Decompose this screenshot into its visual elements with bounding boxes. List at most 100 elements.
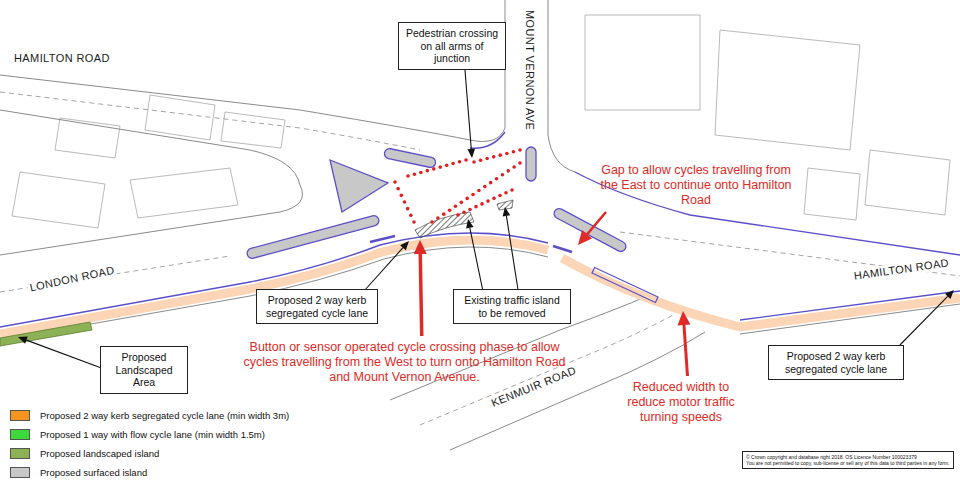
proposed-kerb bbox=[553, 246, 572, 252]
legend-text: Proposed 2 way kerb segregated cycle lan… bbox=[40, 410, 289, 421]
building-outline bbox=[145, 95, 215, 140]
crossing-dot bbox=[456, 213, 460, 217]
crossing-dot bbox=[477, 189, 481, 193]
leader-arrow-head bbox=[466, 219, 473, 229]
surfaced-island bbox=[552, 207, 627, 253]
building-outline bbox=[804, 168, 860, 220]
callout-text: You are not permitted to copy, sub-licen… bbox=[746, 460, 950, 466]
crossing-dot bbox=[426, 169, 430, 173]
crossing-dot bbox=[458, 160, 462, 164]
building-outline bbox=[715, 30, 860, 150]
crossing-dot bbox=[468, 208, 472, 212]
annotation-arrow-line bbox=[587, 212, 606, 234]
crossing-dot bbox=[486, 199, 490, 203]
callout-box: Existing traffic island to be removed bbox=[453, 289, 571, 324]
legend-row: Proposed landscaped island bbox=[10, 444, 289, 463]
legend-text: Proposed landscaped island bbox=[40, 448, 159, 459]
proposed-kerb bbox=[740, 291, 960, 320]
crossing-dot bbox=[489, 181, 493, 185]
crossing-dot bbox=[504, 191, 508, 195]
callout-box: Proposed 2 way kerb segregated cycle lan… bbox=[256, 289, 378, 324]
callout-text: Proposed 2 way kerb segregated cycle lan… bbox=[262, 294, 372, 319]
building-outline bbox=[585, 15, 700, 110]
crossing-dot bbox=[505, 152, 509, 156]
crossing-dot bbox=[409, 214, 413, 218]
callout-text: Existing traffic island to be removed bbox=[459, 294, 565, 319]
callout-box: Proposed 2 way kerb segregated cycle lan… bbox=[768, 345, 904, 380]
callout-box: Proposed Landscaped Area bbox=[100, 346, 188, 394]
leader-arrow-head bbox=[467, 149, 475, 158]
proposed-kerb bbox=[370, 236, 395, 242]
road-name: HAMILTON ROAD bbox=[851, 256, 952, 283]
road-name: LONDON ROAD bbox=[27, 263, 118, 295]
crossing-dot bbox=[445, 164, 449, 168]
crossing-dot bbox=[492, 155, 496, 159]
crossing-dot bbox=[506, 169, 510, 173]
annotation-note: Gap to allow cycles travelling from the … bbox=[596, 163, 796, 208]
legend: Proposed 2 way kerb segregated cycle lan… bbox=[10, 406, 289, 481]
legend-swatch bbox=[10, 410, 30, 421]
surfaced-island bbox=[330, 160, 388, 212]
leader-arrow-line bbox=[26, 340, 100, 367]
callout-box: Pedestrian crossing on all arms of junct… bbox=[398, 22, 506, 70]
annotation-arrow-line bbox=[684, 325, 688, 376]
crossing-dot bbox=[438, 165, 442, 169]
crossing-dot bbox=[471, 193, 475, 197]
annotation-arrow-head bbox=[677, 311, 690, 325]
crossing-dot bbox=[518, 161, 522, 165]
crossing-dot bbox=[412, 220, 416, 224]
existing-island bbox=[415, 212, 474, 238]
crossing-dot bbox=[510, 188, 514, 192]
legend-text: Proposed surfaced island bbox=[40, 467, 147, 478]
crossing-dot bbox=[460, 201, 464, 205]
annotation-arrow-head bbox=[414, 240, 427, 254]
road-name: MOUNT VERNON AVE bbox=[523, 8, 536, 132]
crossing-dot bbox=[498, 194, 502, 198]
legend-swatch bbox=[10, 467, 30, 478]
crossing-dot bbox=[406, 174, 410, 178]
leader-arrow-line bbox=[506, 216, 518, 289]
crossing-dot bbox=[495, 177, 499, 181]
leader-arrow-line bbox=[470, 228, 483, 289]
leader-arrow-line bbox=[465, 70, 471, 149]
surfaced-island bbox=[526, 147, 536, 181]
copyright-box: © Crown copyright and database right 201… bbox=[742, 451, 954, 469]
crossing-dot bbox=[512, 150, 516, 154]
road-name: HAMILTON ROAD bbox=[12, 52, 112, 65]
surfaced-island bbox=[384, 148, 437, 169]
leader-arrow-head bbox=[18, 337, 28, 344]
crossing-dot bbox=[483, 185, 487, 189]
crossing-dot bbox=[474, 205, 478, 209]
crossing-dot bbox=[396, 187, 400, 191]
crossing-dot bbox=[465, 197, 469, 201]
crossing-dot bbox=[406, 207, 410, 211]
crossing-dot bbox=[479, 158, 483, 162]
leader-arrow-line bbox=[900, 296, 948, 345]
crossing-dot bbox=[442, 212, 446, 216]
road-kerb bbox=[0, 110, 303, 255]
leader-arrow-head bbox=[503, 207, 511, 216]
callout-text: Proposed 2 way kerb segregated cycle lan… bbox=[774, 350, 898, 375]
centre-line bbox=[0, 92, 420, 150]
building-outline bbox=[865, 150, 950, 215]
crossing-dot bbox=[400, 194, 404, 198]
crossing-dot bbox=[432, 167, 436, 171]
annotation-arrow-head bbox=[578, 230, 592, 245]
building-outline bbox=[221, 112, 285, 148]
crossing-dot bbox=[472, 160, 476, 164]
crossing-dot bbox=[430, 220, 434, 224]
legend-swatch bbox=[10, 448, 30, 459]
road-name: KENMUIR ROAD bbox=[488, 363, 580, 411]
crossing-dot bbox=[419, 171, 423, 175]
callout-text: Proposed Landscaped Area bbox=[106, 351, 182, 389]
crossing-dot bbox=[501, 173, 505, 177]
crossing-dot bbox=[393, 180, 397, 184]
reduced-width-strip bbox=[592, 267, 658, 302]
crossing-dot bbox=[451, 162, 455, 166]
callout-text: © Crown copyright and database right 201… bbox=[746, 454, 950, 460]
legend-swatch bbox=[10, 429, 30, 440]
crossing-dot bbox=[498, 153, 502, 157]
building-outline bbox=[12, 172, 105, 228]
